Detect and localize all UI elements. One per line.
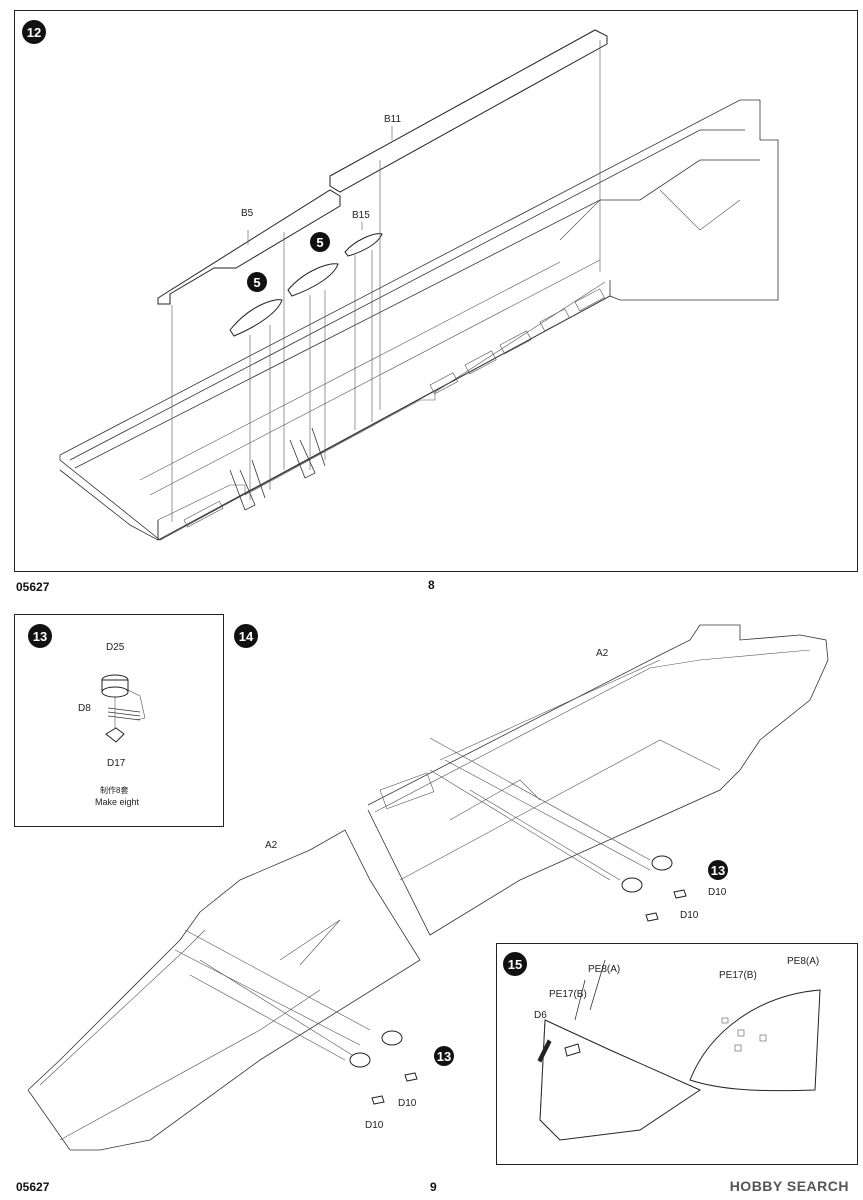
catalog-code-top: 05627 [16, 580, 50, 594]
page-number-9: 9 [430, 1180, 437, 1194]
ref-step-5-badge-a: 5 [310, 232, 330, 252]
label-a2-right: A2 [596, 648, 609, 659]
label-d10-b: D10 [680, 910, 699, 921]
label-b15: B15 [352, 210, 370, 221]
step-15-badge: 15 [503, 952, 527, 976]
catalog-code-bottom: 05627 [16, 1180, 50, 1194]
page-number-8: 8 [428, 578, 435, 592]
label-d17: D17 [107, 758, 126, 769]
step-13-badge: 13 [28, 624, 52, 648]
label-pe17b-left: PE17(B) [549, 989, 587, 1000]
hobby-search-watermark: HOBBY SEARCH [729, 1178, 849, 1194]
label-pe8a-right: PE8(A) [787, 956, 820, 967]
label-b11: B11 [384, 114, 402, 125]
label-pe8a-left: PE8(A) [588, 964, 621, 975]
note-make-eight: Make eight [95, 797, 140, 807]
note-chinese: 制作8套 [100, 786, 129, 795]
step-12-panel [14, 10, 858, 572]
step13-assembly [101, 674, 146, 743]
label-a2-left: A2 [265, 840, 278, 851]
ref-step-13-badge-b: 13 [434, 1046, 454, 1066]
step-14-badge: 14 [234, 624, 258, 648]
step14-hull-right [367, 624, 829, 936]
label-d10-c: D10 [398, 1098, 417, 1109]
ref-step-5-badge-b: 5 [247, 272, 267, 292]
step12-hull [59, 29, 779, 541]
step-15-panel [496, 943, 858, 1165]
label-d10-a: D10 [708, 887, 727, 898]
label-b5: B5 [241, 208, 254, 219]
ref-step-13-badge-a: 13 [708, 860, 728, 880]
label-d6: D6 [534, 1010, 547, 1021]
step-13-panel [14, 614, 224, 827]
label-d8: D8 [78, 703, 91, 714]
label-pe17b-right: PE17(B) [719, 970, 757, 981]
label-d10-d: D10 [365, 1120, 384, 1131]
step15-assembly [537, 959, 821, 1141]
step-12-badge: 12 [22, 20, 46, 44]
step14-hull-left [27, 829, 421, 1151]
label-d25: D25 [106, 642, 125, 653]
